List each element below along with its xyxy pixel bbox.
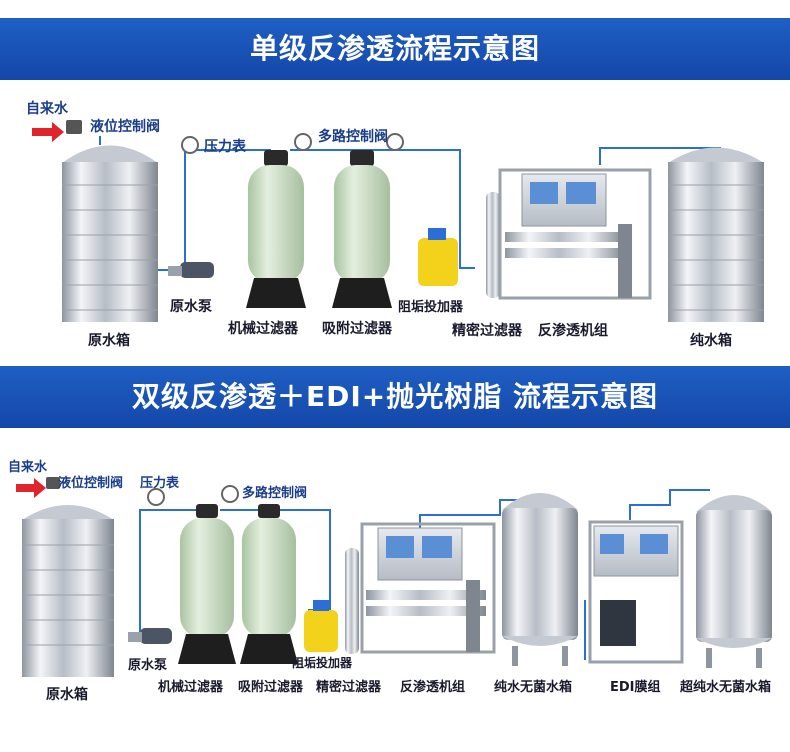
label-inlet: 自来水: [26, 101, 68, 117]
label-raw-tank: 原水箱: [46, 687, 88, 703]
label-raw-pump: 原水泵: [128, 658, 168, 673]
label-multi-valve: 多路控制阀: [242, 486, 308, 501]
label-ultra-sterile-tank: 超纯水无菌水箱: [680, 680, 772, 695]
label-pure-sterile-tank: 纯水无菌水箱: [494, 680, 573, 695]
label-ro-unit: 反渗透机组: [400, 680, 466, 695]
section1-title: 单级反渗透流程示意图: [249, 32, 540, 65]
ro-unit: [486, 168, 652, 300]
edi-unit: [588, 520, 684, 664]
raw-water-pump: [168, 262, 214, 278]
ro-unit: [345, 522, 496, 654]
section1-banner: 单级反渗透流程示意图: [0, 18, 790, 80]
label-pure-tank: 纯水箱: [690, 333, 732, 349]
pressure-gauge-icon: [181, 133, 404, 154]
section2-title: 双级反渗透＋EDI+抛光树脂 流程示意图: [132, 380, 658, 413]
inlet-arrow-icon: [16, 477, 60, 498]
adsorption-filter: [240, 504, 298, 664]
section2-banner: 双级反渗透＋EDI+抛光树脂 流程示意图: [0, 366, 790, 428]
pure-water-tank: [668, 147, 764, 322]
mechanical-filter: [178, 504, 236, 664]
label-pressure-gauge: 压力表: [140, 476, 180, 491]
raw-water-tank: [62, 145, 158, 322]
mechanical-filter: [246, 150, 306, 308]
label-scale-doser: 阻垢投加器: [398, 300, 464, 315]
label-pressure-gauge: 压力表: [204, 139, 246, 155]
label-level-valve: 液位控制阀: [58, 476, 124, 491]
label-raw-tank: 原水箱: [88, 333, 130, 349]
label-scale-doser: 阻垢投加器: [292, 656, 353, 670]
label-mech-filter: 机械过滤器: [158, 680, 224, 695]
label-raw-pump: 原水泵: [170, 299, 212, 315]
label-ro-unit: 反渗透机组: [538, 323, 608, 339]
inlet-arrow-icon: [32, 120, 82, 142]
label-level-valve: 液位控制阀: [90, 119, 160, 135]
scale-inhibitor-doser: [304, 600, 338, 652]
label-edi-unit: EDI膜组: [610, 680, 661, 695]
raw-water-tank: [22, 505, 114, 677]
label-ads-filter: 吸附过滤器: [322, 321, 392, 337]
label-precision-filter: 精密过滤器: [316, 680, 382, 695]
ultra-pure-sterile-tank: [696, 495, 772, 668]
adsorption-filter: [332, 150, 392, 308]
raw-water-pump: [128, 628, 172, 644]
scale-inhibitor-doser: [418, 228, 458, 286]
label-mech-filter: 机械过滤器: [228, 321, 298, 337]
label-ads-filter: 吸附过滤器: [238, 680, 304, 695]
label-inlet: 自来水: [8, 460, 48, 475]
pressure-gauge-icon: [147, 485, 239, 506]
label-precision-filter: 精密过滤器: [452, 323, 522, 339]
pure-sterile-tank: [502, 493, 578, 666]
label-multi-valve: 多路控制阀: [318, 129, 388, 145]
